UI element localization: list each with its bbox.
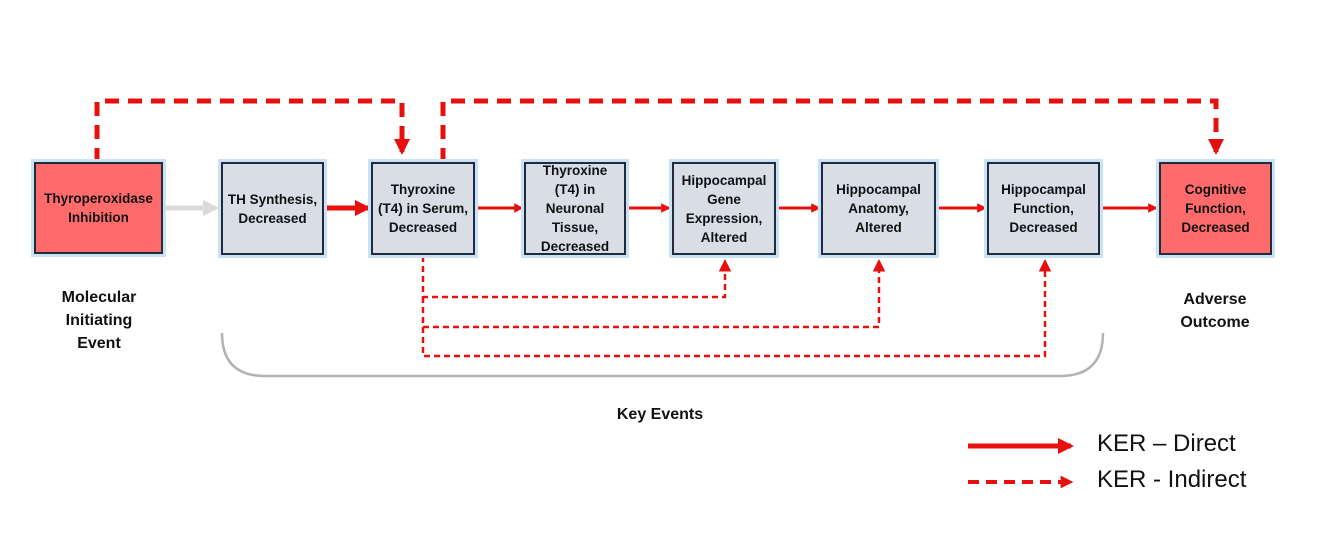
caption-molecular-initiating-event: Molecular Initiating Event — [61, 289, 137, 352]
node-th-synthesis: TH Synthesis, Decreased — [221, 162, 324, 255]
indirect-serum-t4-to-gene-expression — [421, 256, 732, 299]
node-hippocampal-function: Hippocampal Function, Decreased — [987, 162, 1100, 255]
indirect-serum-t4-to-cognitive — [440, 98, 1225, 162]
indirect-serum-t4-to-function — [421, 258, 1052, 358]
legend-direct-label: KER – Direct — [1097, 430, 1236, 457]
caption-key-events: Key Events — [616, 406, 704, 423]
indirect-mie-to-serum-t4 — [94, 98, 411, 162]
node-serum-t4: Thyroxine (T4) in Serum, Decreased — [371, 162, 475, 255]
node-neuronal-t4: Thyroxine (T4) in Neuronal Tissue, Decre… — [524, 162, 626, 255]
key-events-bracket — [220, 332, 1105, 378]
node-hippocampal-anatomy: Hippocampal Anatomy, Altered — [821, 162, 936, 255]
indirect-serum-t4-to-anatomy — [421, 258, 886, 329]
node-thyroperoxidase-inhibition: Thyroperoxidase Inhibition — [34, 162, 163, 254]
caption-adverse-outcome: Adverse Outcome — [1180, 291, 1250, 331]
legend-indirect-label: KER - Indirect — [1097, 466, 1247, 493]
node-cognitive-function: Cognitive Function, Decreased — [1159, 162, 1272, 255]
node-gene-expression: Hippocampal Gene Expression, Altered — [672, 162, 776, 255]
